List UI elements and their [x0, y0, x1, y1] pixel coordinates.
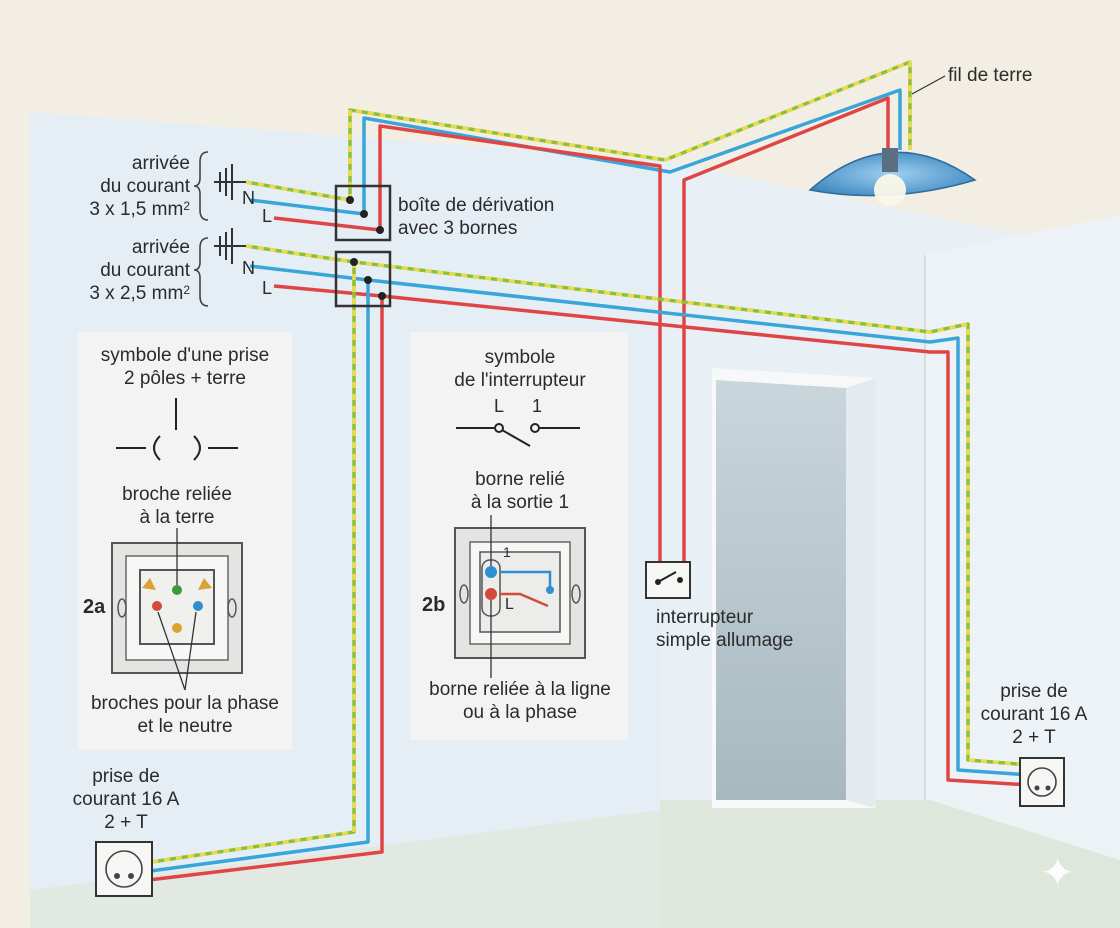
- supply-2-sup: 2: [183, 283, 190, 297]
- far-wall: [925, 215, 1120, 928]
- earth-wire-right-stripe: [353, 260, 1031, 767]
- earth-wire-lamp-stripe: [348, 60, 912, 200]
- ground-symbol: [214, 228, 246, 264]
- label-phase-neutral-pins: broches pour la phase et le neutre: [90, 693, 279, 737]
- neutral-wire-left: [127, 280, 370, 876]
- inner-label-1: 1: [503, 544, 511, 560]
- label-supply-2: arrivée du courant 3 x 2,5 mm2: [62, 236, 190, 305]
- label-ground-wire: fil de terre: [948, 65, 1033, 86]
- label-fig-2b: 2b: [422, 594, 446, 616]
- socket-2a-icon: [111, 542, 243, 674]
- phase-wire-switch-out: [682, 96, 890, 570]
- socket-icon: [95, 841, 153, 897]
- phase-wire-lamp: [378, 124, 662, 570]
- wires: [123, 60, 1031, 884]
- label-fig-2a: 2a: [83, 596, 106, 618]
- switch-label-l: L: [494, 396, 505, 416]
- letter-l-2: L: [262, 278, 273, 298]
- terminals: [346, 196, 386, 300]
- phase-wire-supply-2: [273, 284, 383, 298]
- supply-1-text: arrivée du courant 3 x 1,5 mm: [89, 153, 190, 220]
- leader-line: [911, 75, 946, 95]
- earth-wire-left-stripe: [123, 262, 356, 868]
- socket-symbol: [116, 398, 238, 461]
- panel-socket: [78, 332, 292, 750]
- junction-box-1: [334, 184, 392, 242]
- letter-l-1: L: [262, 206, 273, 226]
- label-socket-left: prise de courant 16 A 2 + T: [72, 766, 180, 833]
- label-switch-symbol: symbole de l'interrupteur: [454, 347, 586, 391]
- label-junction-box: boîte de dérivation avec 3 bornes: [398, 195, 555, 239]
- floor-left: [30, 810, 660, 928]
- socket-icon: [1019, 757, 1065, 807]
- label-socket-right: prise de courant 16 A 2 + T: [980, 681, 1088, 748]
- label-terminal-out1: borne relié à la sortie 1: [470, 469, 570, 513]
- door-opening: [716, 380, 846, 800]
- brace: [193, 237, 209, 307]
- label-terminal-line: borne reliée à la ligne ou à la phase: [429, 679, 611, 723]
- switch-icon: [645, 561, 691, 599]
- phase-wire-right: [381, 294, 1031, 787]
- letter-n-1: N: [242, 188, 255, 208]
- sparkle-icon: ✦: [1040, 849, 1076, 896]
- supply-2-text: arrivée du courant 3 x 2,5 mm: [89, 237, 190, 304]
- pointer-lines: [157, 528, 197, 691]
- door-frame-side: [846, 378, 876, 808]
- neutral-wire-right: [367, 278, 1031, 777]
- label-simple-switch: interrupteur simple allumage: [656, 607, 794, 651]
- phase-wire-supply-1: [273, 216, 381, 232]
- junction-box-2: [334, 250, 392, 308]
- neutral-wire-supply-1: [249, 198, 365, 216]
- label-socket-symbol: symbole d'une prise 2 pôles + terre: [100, 345, 270, 389]
- earth-wire-supply-1-stripe: [245, 180, 351, 202]
- lamp-icon: [808, 148, 977, 206]
- floor: [660, 800, 1120, 928]
- switch-label-1: 1: [532, 396, 543, 416]
- label-earth-pin: broche reliée à la terre: [122, 484, 232, 528]
- neutral-wire-supply-2: [249, 264, 369, 282]
- brace: [193, 151, 209, 221]
- inner-label-l: L: [505, 596, 514, 613]
- letter-n-2: N: [242, 258, 255, 278]
- label-supply-1: arrivée du courant 3 x 1,5 mm2: [62, 152, 190, 221]
- supply-1-sup: 2: [183, 199, 190, 213]
- neutral-wire-lamp: [362, 88, 902, 214]
- switch-2b-icon: [454, 527, 586, 659]
- ground-symbol: [214, 164, 246, 200]
- phase-wire-left: [131, 296, 384, 884]
- switch-symbol: [456, 423, 580, 447]
